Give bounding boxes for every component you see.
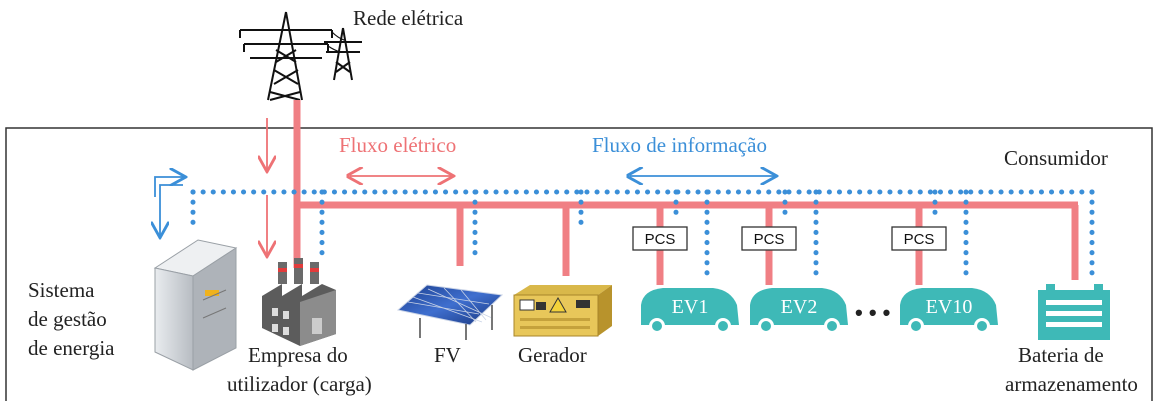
info-flow-label: Fluxo de informação	[592, 133, 767, 157]
wheel-hub-icon	[911, 321, 921, 331]
ev-group: PCS EV1 PCS EV2 PCS EV10	[632, 226, 998, 334]
wheel-hub-icon	[761, 321, 771, 331]
transmission-tower-icon	[239, 11, 362, 101]
svg-text:de energia: de energia	[28, 336, 115, 360]
pcs-box	[632, 226, 688, 251]
ev-label: EV2	[781, 296, 818, 318]
svg-text:de gestão: de gestão	[28, 307, 107, 331]
grid-label: Rede elétrica	[353, 6, 464, 30]
company-label: Empresa do utilizador (carga)	[227, 343, 372, 396]
ev-car-icon	[641, 288, 739, 325]
ev-unit: PCS EV2	[741, 226, 848, 334]
ev-car-icon	[900, 288, 998, 325]
pcs-box	[741, 226, 797, 251]
generator-label: Gerador	[518, 343, 587, 367]
ev-car-icon	[750, 288, 848, 325]
pcs-label: PCS	[645, 231, 676, 248]
solar-panel-icon	[396, 284, 504, 340]
ellipsis: • • •	[855, 300, 890, 325]
wheel-hub-icon	[718, 321, 728, 331]
pcs-box	[891, 226, 947, 251]
battery-icon	[1038, 284, 1110, 340]
battery-label: Bateria de armazenamento	[1005, 343, 1138, 396]
wheel-hub-icon	[827, 321, 837, 331]
electric-flow-label: Fluxo elétrico	[339, 133, 456, 157]
wheel-hub-icon	[652, 321, 662, 331]
svg-text:armazenamento: armazenamento	[1005, 372, 1138, 396]
consumer-boundary	[5, 127, 1153, 401]
ems-label: Sistema de gestão de energia	[28, 278, 115, 360]
factory-icon	[262, 258, 336, 346]
svg-text:Bateria de: Bateria de	[1018, 343, 1104, 367]
svg-text:Empresa do: Empresa do	[248, 343, 348, 367]
ems-info-arrows	[155, 177, 184, 236]
server-icon	[153, 239, 238, 371]
pv-label: FV	[434, 343, 461, 367]
generator-icon	[513, 285, 612, 337]
ev-label: EV10	[926, 296, 973, 318]
ev-label: EV1	[672, 296, 709, 318]
svg-text:utilizador (carga): utilizador (carga)	[227, 372, 372, 396]
pcs-label: PCS	[754, 231, 785, 248]
consumer-label: Consumidor	[1004, 146, 1108, 170]
electric-bus	[293, 100, 1079, 285]
svg-text:Sistema: Sistema	[28, 278, 95, 302]
pcs-label: PCS	[904, 231, 935, 248]
ev-unit: PCS EV1	[632, 226, 739, 334]
wheel-hub-icon	[977, 321, 987, 331]
ev-unit: PCS EV10	[891, 226, 998, 334]
information-bus	[190, 189, 1095, 285]
